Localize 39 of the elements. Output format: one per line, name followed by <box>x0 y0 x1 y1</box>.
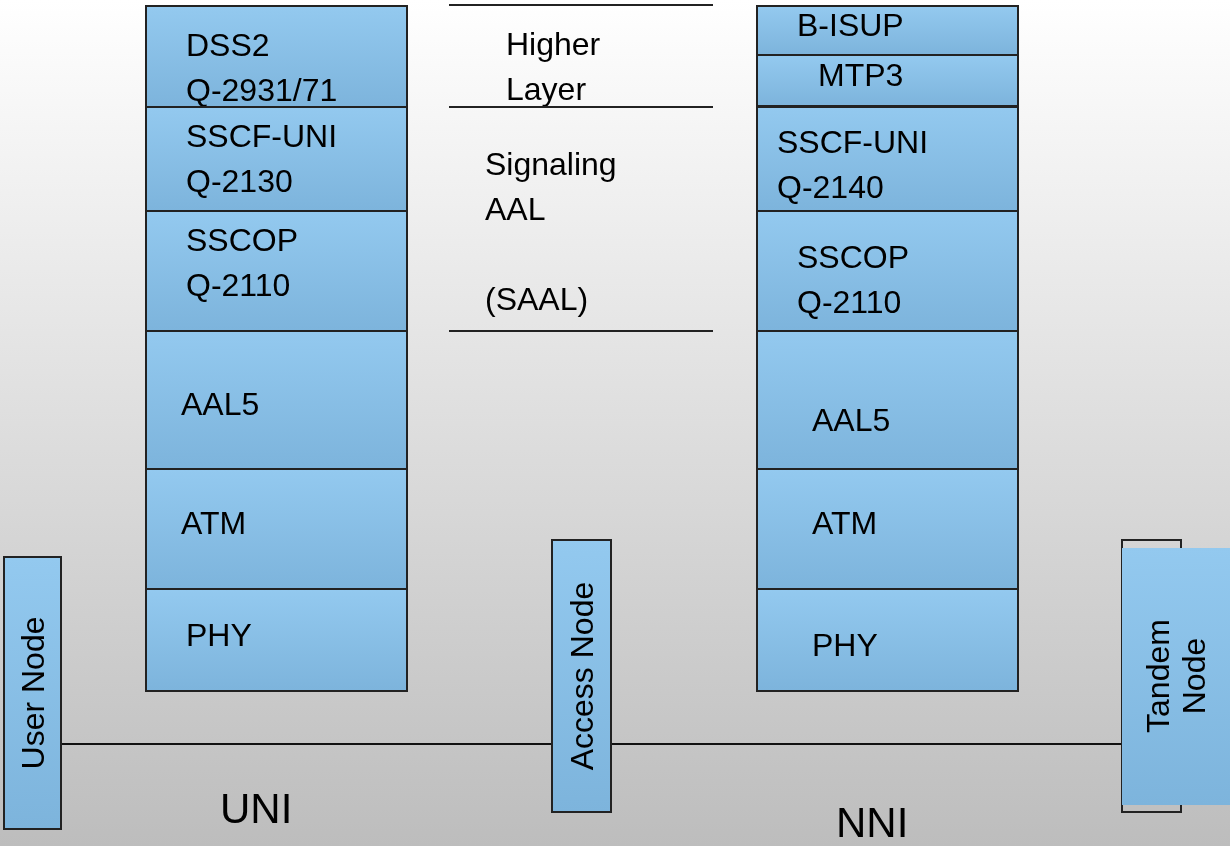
protocol-layer-box <box>756 330 1019 470</box>
node-box <box>551 539 612 813</box>
layer-label: ATM <box>181 504 247 543</box>
layer-group-label: (SAAL) <box>485 280 589 319</box>
protocol-layer-box <box>145 106 408 212</box>
layer-label: PHY <box>812 626 878 665</box>
interface-label: NNI <box>836 798 909 846</box>
layer-label: DSS2 Q-2931/71 <box>186 26 338 110</box>
node-label: User Node <box>14 616 51 770</box>
node-box <box>3 556 62 830</box>
protocol-layer-box <box>756 106 1019 212</box>
layer-group-label: Higher Layer <box>506 25 601 109</box>
protocol-layer-box <box>145 330 408 470</box>
layer-label: SSCOP Q-2110 <box>797 238 909 322</box>
protocol-layer-box <box>145 468 408 590</box>
layer-label: ATM <box>812 504 878 543</box>
protocol-layer-box <box>756 5 1019 56</box>
protocol-layer-box <box>145 588 408 692</box>
interface-label: UNI <box>220 784 293 834</box>
connector-line <box>61 743 552 745</box>
layer-label: PHY <box>186 616 252 655</box>
protocol-layer-box <box>756 54 1019 107</box>
layer-label: SSCF-UNI Q-2130 <box>186 117 338 201</box>
protocol-layer-box <box>145 5 408 108</box>
layer-label: SSCF-UNI Q-2140 <box>777 123 929 207</box>
protocol-layer-box <box>756 210 1019 332</box>
node-label: Tandem Node <box>1139 619 1212 733</box>
node-box <box>1121 539 1230 813</box>
protocol-layer-box <box>756 468 1019 590</box>
layer-label: SSCOP Q-2110 <box>186 221 298 305</box>
layer-label: AAL5 <box>812 401 891 440</box>
layer-label: AAL5 <box>181 385 260 424</box>
node-label: Access Node <box>563 581 600 771</box>
layer-label: MTP3 <box>818 56 904 95</box>
connector-line <box>611 743 1122 745</box>
protocol-layer-box <box>145 210 408 332</box>
layer-label: B-ISUP <box>797 6 904 45</box>
layer-group-label: Signaling AAL <box>485 145 617 229</box>
protocol-layer-box <box>756 588 1019 692</box>
